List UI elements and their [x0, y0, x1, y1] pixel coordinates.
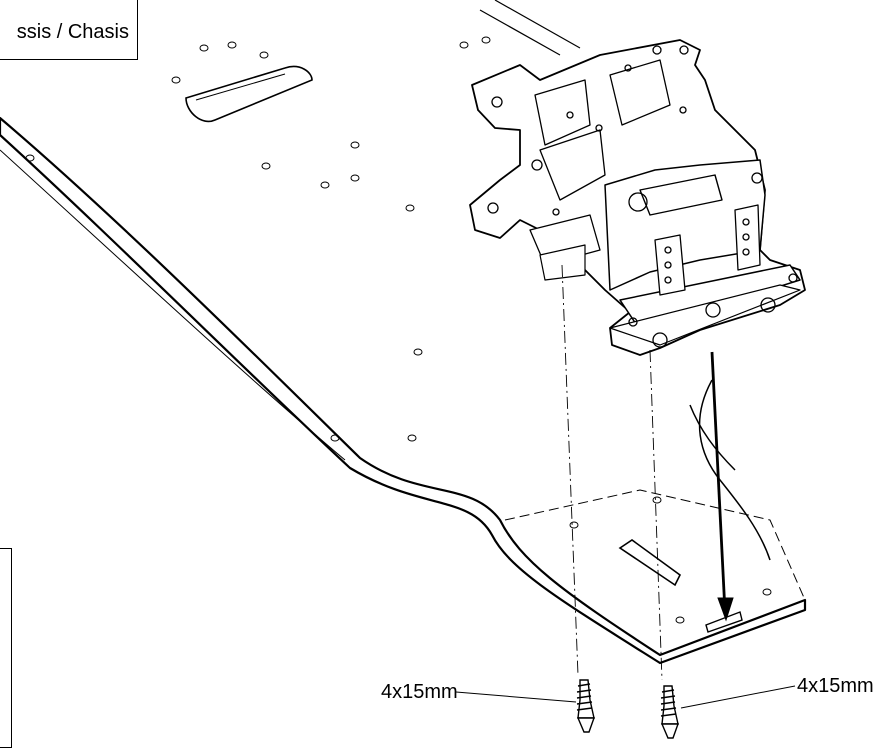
section-title-box: ssis / Chasis — [0, 0, 138, 60]
chassis-slot-top — [185, 65, 313, 123]
screw-right — [660, 685, 679, 739]
guide-lines — [561, 264, 663, 681]
cable — [689, 379, 771, 561]
mounting-arrow — [710, 351, 734, 622]
gearbox-assembly — [469, 39, 806, 356]
screw-leader-lines — [455, 685, 796, 709]
chassis-holes — [25, 36, 772, 624]
chassis-slot-bottom — [618, 539, 743, 633]
screw-left — [576, 679, 595, 733]
chassis-plate — [0, 116, 807, 665]
section-title: ssis / Chasis — [16, 21, 129, 43]
screw-size-label-left: 4x15mm — [381, 681, 458, 703]
chassis-rail-top — [479, 0, 581, 56]
screw-size-label-right: 4x15mm — [797, 675, 874, 697]
gearbox-holes — [487, 45, 798, 348]
side-panel-edge — [0, 548, 12, 748]
